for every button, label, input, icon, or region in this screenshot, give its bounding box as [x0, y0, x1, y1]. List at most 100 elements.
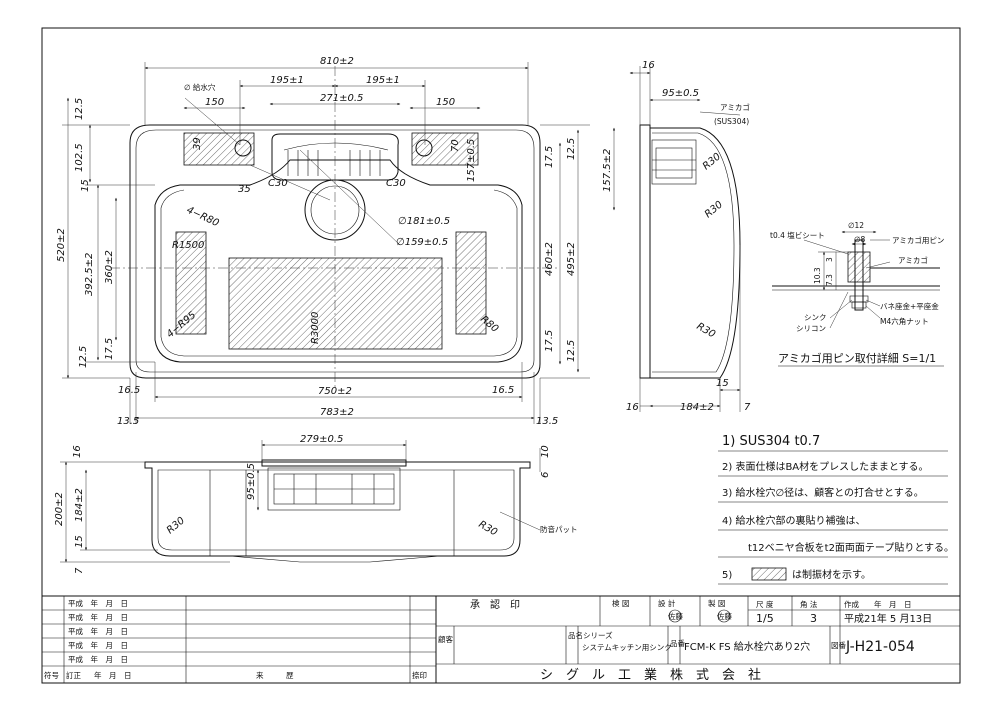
dim-165-right: 16.5	[492, 385, 514, 396]
dim-hole-pitch-right: 195±1	[366, 75, 400, 86]
label-c30-left: C30	[268, 178, 288, 189]
pin-dim-3: 3	[825, 257, 834, 262]
front-dim-15: 15	[74, 535, 85, 548]
dim-basket-width: 271±0.5	[320, 93, 363, 104]
rev-row-2: 平成 年 月 日	[68, 612, 128, 622]
dim-135-right: 13.5	[536, 416, 558, 427]
tb-series: システムキッチン用シンク	[582, 643, 672, 652]
dim-right-175-bot: 17.5	[544, 330, 555, 352]
pin-dim-103: 10.3	[813, 267, 822, 284]
dim-135-left: 13.5	[117, 416, 139, 427]
note-2: 2) 表面仕様はBA材をプレスしたままとする。	[722, 460, 929, 473]
tb-drawing-no: J-H21-054	[845, 639, 915, 655]
hatch-legend-icon	[751, 567, 787, 581]
dim-right-125-top: 12.5	[566, 138, 577, 160]
dim-157: 157±0.5	[466, 139, 477, 182]
rev-row-1: 平成 年 月 日	[68, 598, 128, 608]
plan-view: 810±2 195±1 195±1 271±0.5 150 150 ∅ 給水穴 …	[56, 56, 590, 427]
notes: 1) SUS304 t0.7 2) 表面仕様はBA材をプレスしたままとする。 3…	[718, 434, 954, 585]
front-dim-16: 16	[72, 445, 83, 458]
pin-label-amikago: アミカゴ	[898, 255, 928, 265]
front-r30-right: R30	[477, 519, 500, 538]
note-4b: t12ベニヤ合板をt2面両面テープ貼りとする。	[748, 541, 954, 554]
front-dim-279: 279±0.5	[300, 434, 343, 445]
dim-right-125-bot: 12.5	[566, 340, 577, 362]
label-r80-top: 4−R80	[185, 205, 221, 230]
tb-series-label: 品名シリーズ	[568, 630, 613, 640]
front-dim-10: 10	[540, 445, 551, 458]
tb-design-stamp: 佐藤	[668, 611, 683, 621]
tb-created-label: 作成 年 月 日	[844, 599, 912, 609]
rev-row-3: 平成 年 月 日	[68, 626, 128, 636]
tb-drawn: 製 図	[708, 598, 725, 608]
front-dim-184: 184±2	[74, 488, 85, 522]
dim-bowl-width: 750±2	[318, 386, 352, 397]
pin-detail-title: アミカゴ用ピン取付詳細 S=1/1	[778, 351, 936, 365]
dim-inner-depth-left: 392.5±2	[84, 253, 95, 296]
label-faucet-hole: ∅ 給水穴	[184, 82, 216, 92]
tb-angle-label: 角 法	[800, 599, 818, 609]
note-1: 1) SUS304 t0.7	[722, 434, 820, 449]
dim-overall-width: 810±2	[320, 56, 354, 67]
pin-label-silicone: シリコン	[796, 324, 826, 333]
side-dim-184: 184±2	[680, 402, 714, 413]
dim-inner-depth-right: 460±2	[544, 242, 555, 276]
side-view: 16 95±0.5 アミカゴ (SUS304) 157.5±2 R30 R30 …	[602, 60, 751, 413]
label-r3000: R3000	[310, 312, 321, 344]
side-r30-b: R30	[703, 199, 725, 220]
tb-inspect: 検 図	[612, 598, 629, 608]
front-dim-95: 95±0.5	[246, 463, 257, 500]
pin-dim-12: ∅12	[848, 221, 864, 230]
tb-approval: 承 認 印	[470, 598, 520, 611]
pin-dim-8: ∅8	[854, 235, 866, 244]
tb-design: 設 計	[658, 598, 676, 608]
dim-hole-offset-right: 150	[436, 97, 455, 108]
side-label-amikago: アミカゴ	[720, 102, 750, 112]
rev-row-5: 平成 年 月 日	[68, 654, 128, 664]
dim-bottom-175: 17.5	[104, 338, 115, 360]
pin-label-sheet: t0.4 塩ビシート	[770, 230, 825, 240]
side-r30-c: R30	[695, 321, 718, 340]
dim-top-margin: 12.5	[74, 98, 85, 120]
dim-outer-depth-right: 495±2	[566, 242, 577, 276]
note-5: 5)	[722, 570, 732, 581]
tb-drawn-stamp: 佐藤	[717, 611, 732, 621]
label-r1500: R1500	[172, 240, 204, 251]
dim-39: 39	[192, 137, 203, 150]
tb-product: FCM-K FS 給水栓穴あり2穴	[684, 640, 810, 653]
dim-hole-pitch-left: 195±1	[270, 75, 304, 86]
dim-165-left: 16.5	[118, 385, 140, 396]
note-5b: は制振材を示す。	[792, 568, 871, 581]
dim-bowl-depth: 360±2	[104, 250, 115, 284]
front-dim-7: 7	[74, 567, 85, 574]
rev-header-ymd: 年 月 日	[94, 670, 132, 680]
dim-35: 35	[238, 184, 251, 195]
dim-bottom-125: 12.5	[78, 346, 89, 368]
front-r30-left: R30	[165, 515, 187, 536]
tb-scale: 1/5	[756, 612, 774, 625]
pin-detail: ∅12 ∅8 t0.4 塩ビシート アミカゴ用ピン アミカゴ 10.3 3 7.…	[770, 221, 944, 367]
side-r30-a: R30	[701, 151, 723, 172]
rev-row-4: 平成 年 月 日	[68, 640, 128, 650]
side-dim-95: 95±0.5	[662, 88, 699, 99]
side-label-sus304: (SUS304)	[714, 117, 749, 126]
dim-overall-depth: 520±2	[56, 228, 67, 262]
design-stamp-icon	[668, 609, 682, 623]
dim-hole-offset-left: 150	[205, 97, 224, 108]
side-dim-15: 15	[716, 378, 729, 389]
dim-inner-width: 783±2	[320, 407, 354, 418]
tb-drawing-no-label: 図番	[831, 640, 846, 650]
tb-company: シ グ ル 工 業 株 式 会 社	[540, 667, 761, 683]
dim-70: 70	[450, 139, 461, 152]
label-c30-right: C30	[386, 178, 406, 189]
pin-label-nut: M4六角ナット	[880, 316, 929, 326]
pin-label-sink: シンク	[804, 313, 827, 322]
dim-deck-depth: 102.5	[74, 143, 85, 172]
tb-angle: 3	[810, 612, 817, 625]
label-dia181: ∅181±0.5	[398, 216, 450, 227]
pin-label-pin: アミカゴ用ピン	[892, 235, 944, 245]
tb-scale-label: 尺 度	[756, 599, 774, 609]
side-dim-16b: 16	[626, 402, 639, 413]
rev-header-fix: 訂正	[66, 670, 81, 680]
